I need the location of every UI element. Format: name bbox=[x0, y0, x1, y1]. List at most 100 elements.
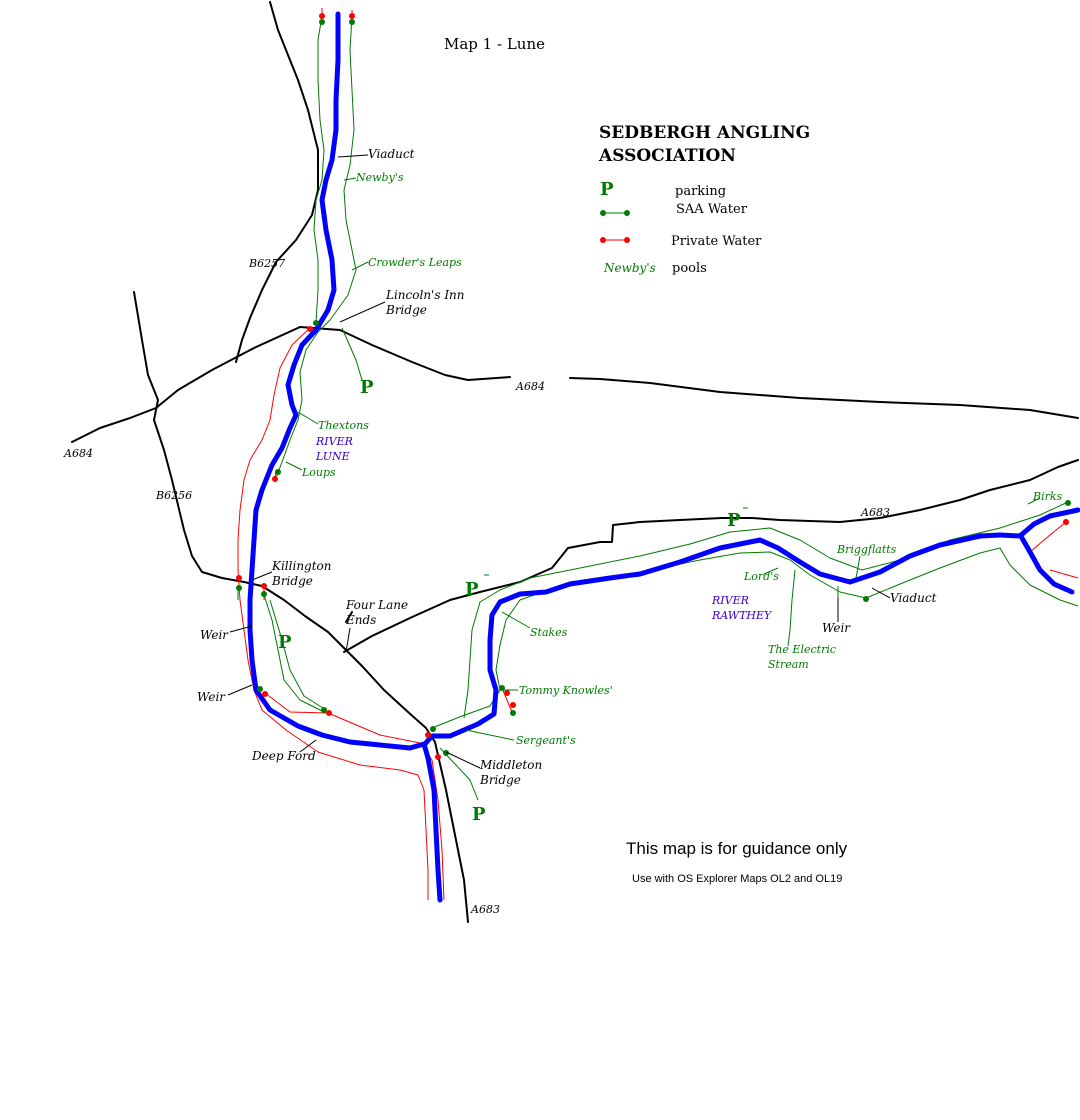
pool-label-electric-stream-2: Stream bbox=[768, 658, 809, 671]
map-title: Map 1 - Lune bbox=[444, 35, 545, 53]
saa-dot bbox=[236, 585, 242, 591]
parking-middleton: P bbox=[472, 804, 486, 825]
pool-label-lords: Lord's bbox=[743, 570, 779, 583]
leader-stakes bbox=[501, 611, 531, 629]
road-label-a683-north: A683 bbox=[860, 506, 890, 519]
pool-label-loups: Loups bbox=[301, 466, 336, 479]
road-labels: B6257 A684 A684 B6256 A683 A683 bbox=[63, 257, 890, 916]
disclaimer: This map is for guidance only bbox=[626, 839, 848, 858]
club-name-line-1: SEDBERGH ANGLING bbox=[599, 123, 810, 143]
parking-a683: P bbox=[727, 510, 741, 531]
saa-dot bbox=[863, 596, 869, 602]
leader-lines bbox=[227, 154, 1041, 769]
place-labels: Viaduct Lincoln's Inn Bridge Killington … bbox=[197, 147, 937, 787]
club-name-line-2: ASSOCIATION bbox=[598, 146, 736, 166]
pool-label-crowders-leaps: Crowder's Leaps bbox=[368, 256, 462, 269]
legend-pools-label: pools bbox=[672, 261, 707, 276]
label-middleton-1: Middleton bbox=[479, 758, 542, 772]
label-viaduct-lune: Viaduct bbox=[368, 147, 415, 161]
leader-newbys bbox=[343, 177, 357, 181]
private-dot bbox=[510, 702, 516, 708]
leader-lincolns bbox=[339, 301, 386, 323]
pool-label-electric-stream-1: The Electric bbox=[768, 643, 836, 656]
river-rawthey-branch bbox=[1019, 535, 1075, 595]
leader-birks bbox=[1027, 497, 1041, 505]
legend: P parking SAA Water Private Water Newby'… bbox=[600, 179, 762, 276]
private-bank-tommy bbox=[501, 687, 513, 713]
legend-saa-dot-right bbox=[624, 210, 630, 216]
leader-briggflatts bbox=[855, 555, 861, 579]
saa-bank-lune-west-upper bbox=[313, 15, 325, 323]
private-dot bbox=[307, 326, 313, 332]
saa-dot bbox=[510, 710, 516, 716]
river-labels: RIVER LUNE RIVER RAWTHEY bbox=[315, 435, 773, 622]
parking-lincolns-inn: P bbox=[360, 377, 374, 398]
private-dot bbox=[504, 690, 510, 696]
legend-private-dot-left bbox=[600, 237, 606, 243]
roads bbox=[71, 1, 1079, 923]
river-rawthey bbox=[421, 507, 1080, 748]
saa-bank-lune-parking bbox=[341, 327, 363, 381]
river-label-lune-2: LUNE bbox=[315, 450, 350, 463]
rivers bbox=[247, 11, 1080, 903]
private-bank-lune-west bbox=[237, 327, 429, 900]
saa-dot bbox=[319, 19, 325, 25]
leader-lords bbox=[763, 567, 779, 575]
legend-private-label: Private Water bbox=[671, 234, 762, 249]
boundary-dots bbox=[236, 13, 1071, 760]
road-label-b6256: B6256 bbox=[155, 489, 192, 502]
saa-dot bbox=[275, 469, 281, 475]
road-a683-north bbox=[343, 459, 1079, 653]
leader-sergeants bbox=[465, 729, 515, 741]
legend-parking-label: parking bbox=[675, 184, 726, 199]
parking-markers: P P P P P bbox=[278, 377, 741, 825]
pool-label-tommy-knowles: Tommy Knowles' bbox=[519, 684, 613, 697]
saa-bank-lune-east-upper bbox=[275, 15, 357, 479]
pool-label-sergeants: Sergeant's bbox=[516, 734, 576, 747]
leader-loups bbox=[285, 461, 303, 471]
private-dot bbox=[319, 13, 325, 19]
private-dot bbox=[272, 476, 278, 482]
river-label-rawthey-1: RIVER bbox=[711, 594, 749, 607]
pool-label-stakes: Stakes bbox=[530, 626, 568, 639]
river-label-lune-1: RIVER bbox=[315, 435, 353, 448]
river-lune bbox=[247, 11, 443, 903]
saa-dot bbox=[321, 707, 327, 713]
pool-label-newbys: Newby's bbox=[355, 171, 404, 184]
saa-water-lines bbox=[237, 15, 1079, 801]
label-deep-ford: Deep Ford bbox=[251, 749, 316, 763]
pool-labels: Newby's Crowder's Leaps Thextons Loups S… bbox=[301, 171, 1063, 747]
leader-deep-ford bbox=[299, 739, 317, 753]
private-dot bbox=[326, 710, 332, 716]
label-middleton-2: Bridge bbox=[479, 773, 521, 787]
road-label-a684-west: A684 bbox=[63, 447, 93, 460]
saa-bank-electric-stream bbox=[787, 569, 796, 647]
saa-bank-sergeants bbox=[439, 747, 479, 801]
saa-bank-lune-east-lower bbox=[269, 599, 327, 711]
road-label-a684-east: A684 bbox=[515, 380, 545, 393]
road-link-four-lane bbox=[345, 611, 353, 623]
legend-saa-dot-left bbox=[600, 210, 606, 216]
label-lincolns-inn-2: Bridge bbox=[385, 303, 427, 317]
leader-weir-2 bbox=[227, 684, 253, 696]
saa-dot bbox=[443, 750, 449, 756]
leader-viaduct-lune bbox=[337, 154, 369, 158]
label-weir-2: Weir bbox=[197, 690, 226, 704]
saa-bank-rawthey-south bbox=[431, 547, 1079, 729]
legend-saa-label: SAA Water bbox=[676, 202, 748, 217]
label-four-lane-2: Ends bbox=[345, 613, 376, 627]
parking-killington: P bbox=[278, 632, 292, 653]
leader-viaduct-rawthey bbox=[871, 587, 891, 599]
parking-access-ticks bbox=[484, 507, 748, 576]
pool-label-thextons: Thextons bbox=[318, 419, 369, 432]
saa-dot bbox=[430, 726, 436, 732]
private-dot bbox=[262, 691, 268, 697]
parking-stakes: P bbox=[465, 579, 479, 600]
label-viaduct-rawthey: Viaduct bbox=[890, 591, 937, 605]
saa-dot bbox=[261, 591, 267, 597]
label-killington-1: Killington bbox=[271, 559, 332, 573]
private-dot bbox=[236, 575, 242, 581]
leader-crowders bbox=[351, 261, 369, 271]
road-a684 bbox=[71, 326, 1079, 443]
pool-label-birks: Birks bbox=[1032, 490, 1063, 503]
